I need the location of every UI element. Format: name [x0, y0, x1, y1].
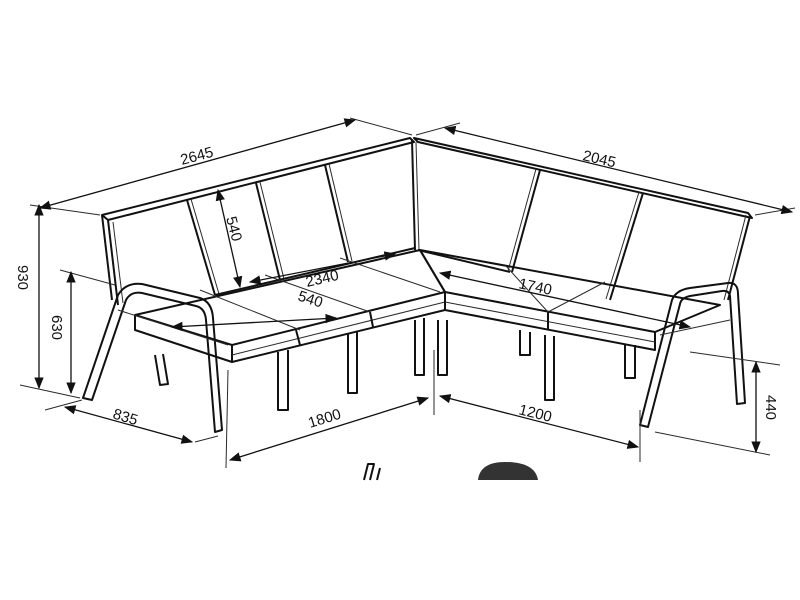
dimension-lines [19, 117, 796, 469]
seat-left [134, 249, 446, 363]
label-440: 440 [762, 395, 779, 420]
label-2645: 2645 [179, 144, 216, 169]
label-540-seat: 540 [296, 288, 325, 312]
label-1740: 1740 [517, 275, 553, 299]
legs [154, 318, 636, 411]
label-835: 835 [111, 406, 140, 430]
label-2045: 2045 [581, 147, 617, 171]
seat-right [419, 249, 721, 351]
armrest-right [639, 281, 746, 428]
cropped-fragments [363, 462, 538, 481]
label-630: 630 [48, 315, 65, 340]
label-930: 930 [14, 265, 31, 290]
dimension-labels: 2645 2045 930 630 835 540 540 2340 1740 … [14, 144, 779, 432]
label-540-back: 540 [222, 215, 245, 244]
label-1800: 1800 [306, 406, 343, 432]
label-1200: 1200 [517, 401, 553, 426]
